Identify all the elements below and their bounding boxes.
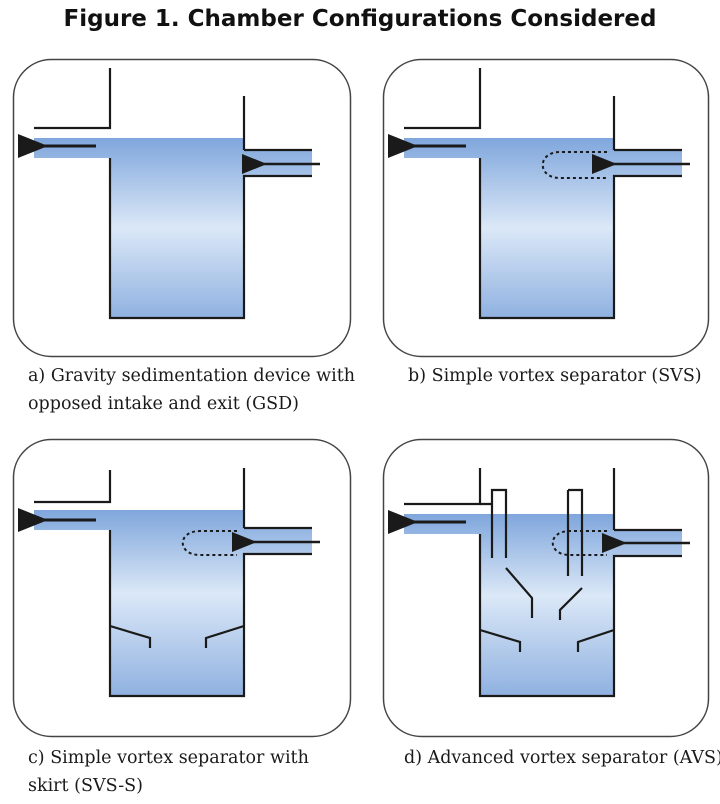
panel-avs-diagram: [382, 438, 720, 738]
caption-b: b) Simple vortex separator (SVS): [408, 362, 702, 390]
figure-title: Figure 1. Chamber Configurations Conside…: [63, 6, 657, 32]
caption-line: skirt (SVS-S): [28, 776, 143, 796]
caption-line: c) Simple vortex separator with: [28, 748, 309, 768]
water-fill: [404, 514, 682, 696]
vortex-path: [541, 151, 607, 179]
water-fill: [404, 138, 682, 318]
caption-c: c) Simple vortex separator with skirt (S…: [28, 744, 309, 800]
skirt-right: [576, 628, 615, 652]
chamber-wall: [34, 68, 312, 320]
panel-svs-diagram: [382, 58, 720, 358]
vortex-path: [181, 530, 237, 556]
panel-svs-s-diagram: [12, 438, 352, 738]
cone-right: [558, 587, 583, 620]
caption-d: d) Advanced vortex separator (AVS): [404, 744, 720, 772]
skirt-right: [204, 624, 245, 648]
cone-left: [505, 567, 534, 618]
vortex-path: [551, 530, 607, 556]
skirt-left: [479, 628, 522, 652]
caption-a: a) Gravity sedimentation device with opp…: [28, 362, 355, 418]
caption-line: a) Gravity sedimentation device with: [28, 366, 356, 386]
water-fill: [34, 510, 312, 696]
caption-line: b) Simple vortex separator (SVS): [408, 366, 702, 386]
baffle-left: [480, 488, 508, 558]
baffle-right: [566, 488, 584, 576]
panel-gsd-diagram: [12, 58, 352, 358]
chamber-wall: [34, 468, 312, 698]
skirt-left: [109, 624, 152, 648]
caption-line: opposed intake and exit (GSD): [28, 394, 299, 414]
caption-line: d) Advanced vortex separator (AVS): [404, 748, 720, 768]
chamber-wall: [404, 68, 682, 320]
water-fill: [34, 138, 312, 318]
